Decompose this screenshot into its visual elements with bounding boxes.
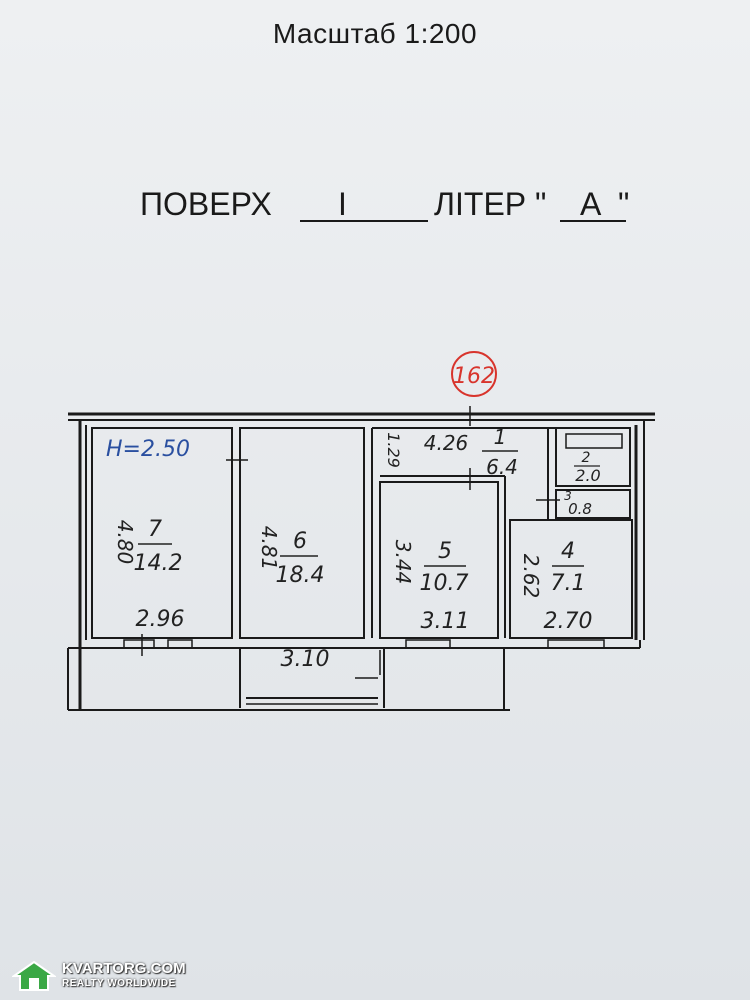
walls	[67, 406, 655, 711]
room-7-number: 7	[148, 517, 162, 542]
floor-underline	[300, 220, 428, 222]
room-1: 4.26 1 6.4 1.29	[384, 425, 518, 479]
floor-plan: 1 6 2	[67, 351, 655, 711]
letter-label: ЛІТЕР "	[434, 186, 547, 222]
room-3-number: 3	[564, 489, 572, 503]
room-3-area: 0.8	[568, 500, 592, 518]
room-5-width: 3.11	[421, 609, 470, 634]
room-2: 2 2.0	[574, 450, 601, 485]
stamp: 162	[451, 351, 497, 397]
house-icon	[12, 960, 56, 991]
scale-label: Масштаб 1:200	[272, 18, 478, 49]
room-5-area: 10.7	[420, 571, 469, 596]
stamp-number: 162	[453, 364, 495, 389]
room-3: 3 0.8	[564, 489, 592, 518]
room-4-number: 4	[561, 539, 575, 564]
room-4-area: 7.1	[551, 571, 586, 596]
letter-close: "	[618, 186, 630, 222]
room-6-area: 18.4	[276, 563, 325, 588]
room-7-width: 2.96	[136, 607, 185, 632]
room-1-length: 1.29	[384, 432, 403, 468]
room-2-number: 2	[582, 450, 591, 466]
room-5-number: 5	[438, 539, 452, 564]
watermark: KVARTORG.COM REALTY WORLDWIDE	[12, 958, 212, 994]
room-4: 4 7.1 2.70 2.62	[519, 539, 592, 634]
room-6-length: 4.81	[257, 526, 281, 571]
letter-value: А	[580, 186, 602, 222]
watermark-site: KVARTORG.COM	[62, 960, 186, 977]
room-7: 7 14.2 2.96 4.80	[113, 517, 184, 632]
floor-label: ПОВЕРХ	[140, 186, 272, 222]
room-7-length: 4.80	[113, 520, 137, 565]
room-7-area: 14.2	[134, 551, 183, 576]
watermark-tagline: REALTY WORLDWIDE	[62, 978, 176, 989]
room-4-length: 2.62	[519, 554, 543, 599]
room-6-width: 3.10	[281, 647, 330, 672]
room-1-number: 1	[494, 425, 507, 449]
room-6-number: 6	[293, 529, 307, 554]
floor-value: I	[338, 186, 347, 222]
room-5: 5 10.7 3.11 3.44	[391, 539, 469, 634]
letter-underline	[560, 220, 626, 222]
ceiling-height: H=2.50	[106, 437, 190, 462]
floor-letter-line: ПОВЕРХ I ЛІТЕР " А "	[140, 186, 660, 226]
room-6: 6 18.4 3.10 4.81	[257, 526, 329, 672]
room-4-width: 2.70	[544, 609, 593, 634]
room-1-width: 4.26	[424, 431, 469, 455]
room-2-area: 2.0	[575, 466, 600, 485]
room-1-area: 6.4	[486, 455, 518, 479]
room-5-length: 3.44	[391, 540, 415, 585]
